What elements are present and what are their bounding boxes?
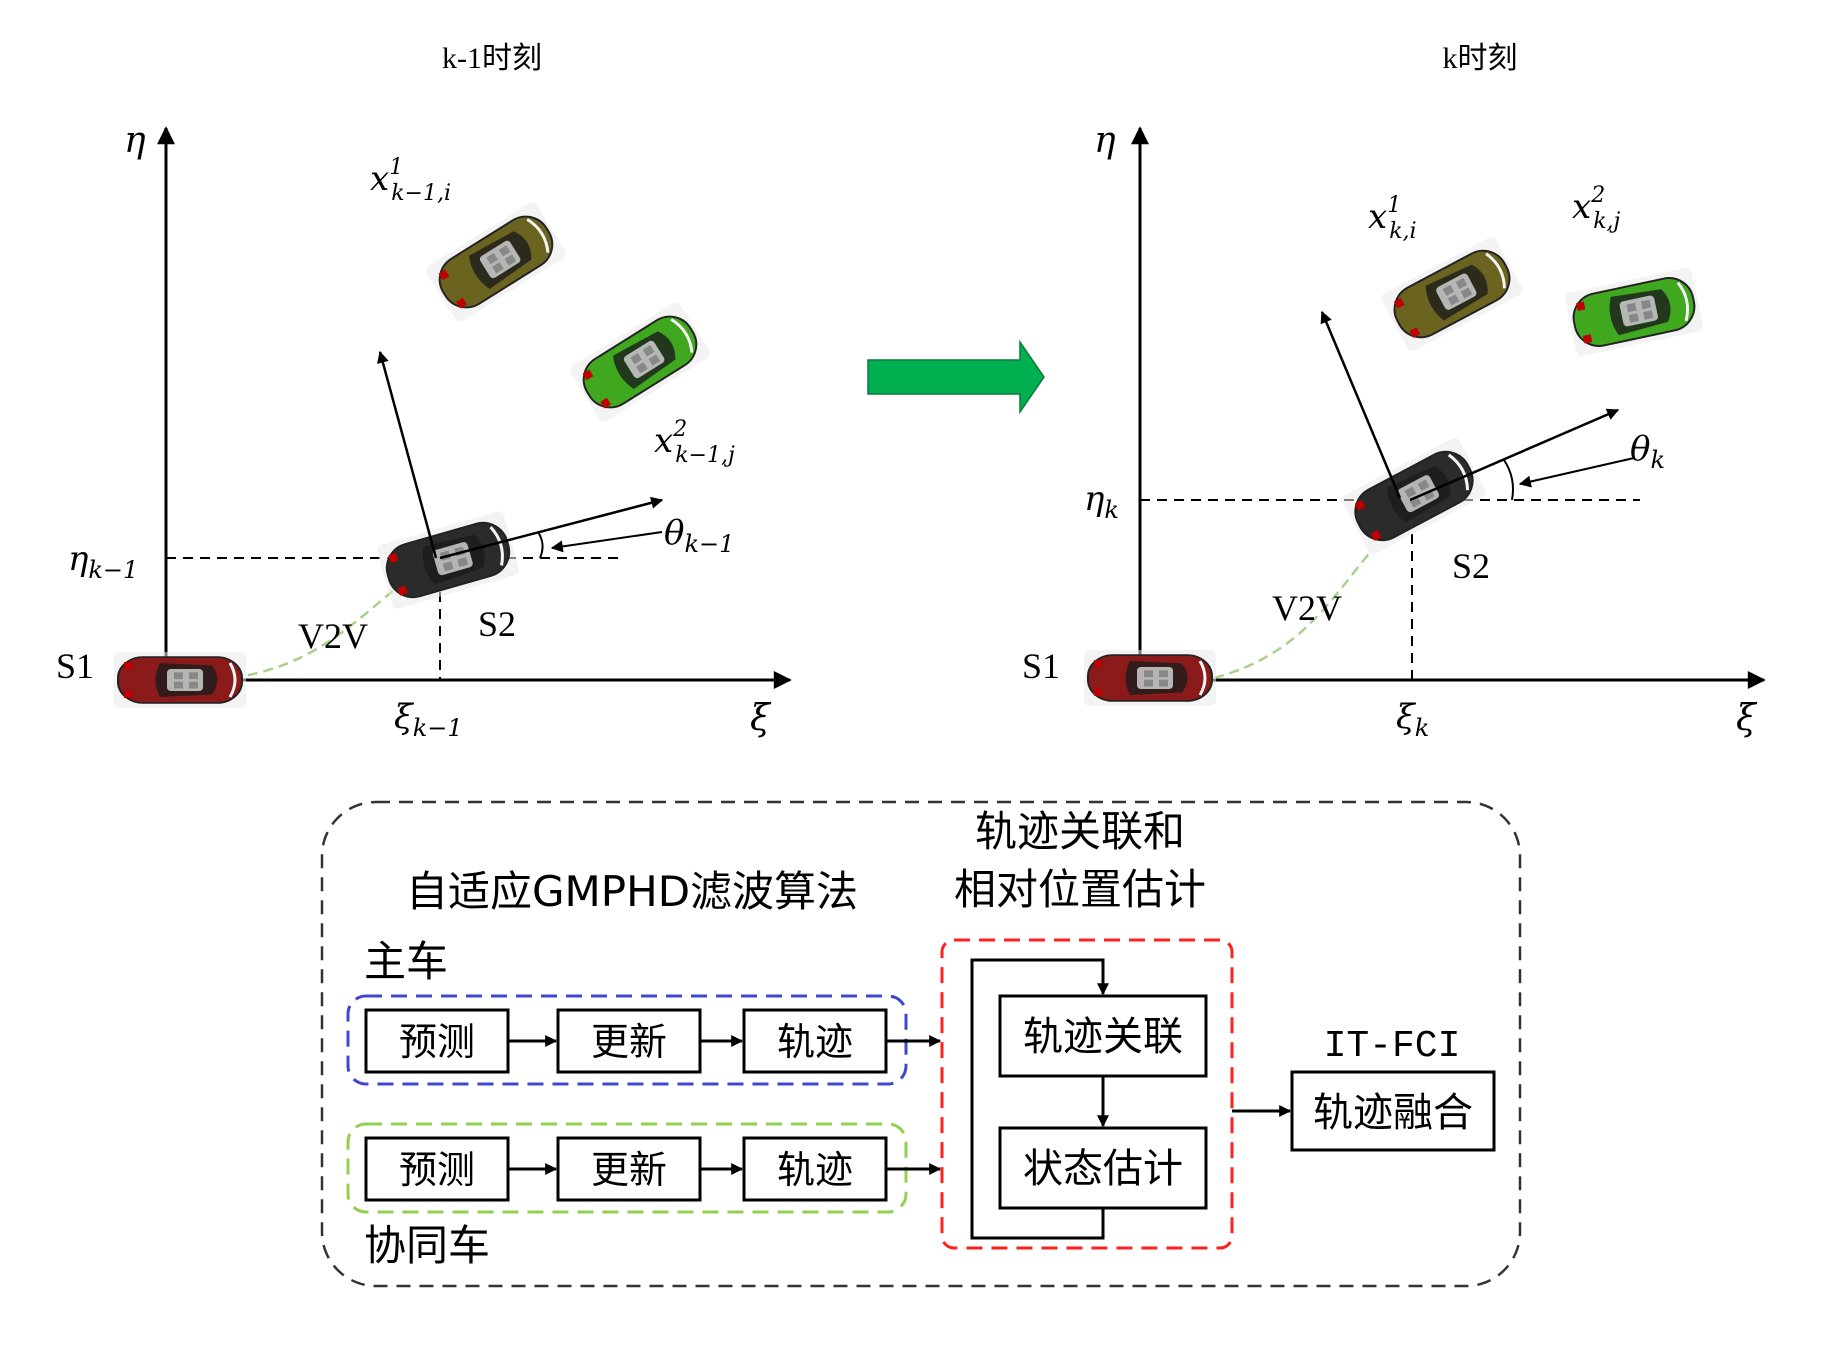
- predict-label: 预测: [399, 1020, 475, 1064]
- update-box: [556, 1008, 702, 1074]
- outer-frame: [320, 800, 1522, 1288]
- heading-arrow: [439, 496, 664, 560]
- assoc-title: 轨迹关联和: [975, 807, 1185, 856]
- predict-box: [364, 1008, 510, 1074]
- host-label: S1: [1022, 646, 1060, 686]
- track-label: 轨迹: [777, 1148, 853, 1192]
- scene-title: k-1时刻: [442, 42, 542, 75]
- car-icon: [422, 198, 570, 326]
- host-label: S1: [56, 646, 94, 686]
- host-vehicle-label: 主车: [364, 937, 448, 986]
- track-label: 轨迹: [777, 1020, 853, 1064]
- assoc-title: 相对位置估计: [954, 865, 1206, 914]
- theta-pointer: [550, 531, 663, 553]
- eta-label: ηk: [1084, 479, 1119, 524]
- update-box: [556, 1136, 702, 1202]
- track-assoc-box: [998, 994, 1208, 1078]
- update-label: 更新: [591, 1148, 667, 1192]
- theta-pointer: [1518, 457, 1635, 488]
- update-label: 更新: [591, 1020, 667, 1064]
- x-axis-label: ξ: [1736, 698, 1758, 739]
- theta-label: θk−1: [664, 513, 734, 558]
- xi-label: ξk−1: [394, 697, 463, 742]
- x-axis-label: ξ: [750, 698, 772, 739]
- car-icon: [1338, 434, 1490, 558]
- car-icon: [373, 508, 523, 612]
- track-assoc-label: 轨迹关联: [1023, 1014, 1183, 1060]
- heading-arrow: [377, 350, 438, 559]
- car-icon: [566, 298, 714, 426]
- fusion-method-label: IT-FCI: [1324, 1025, 1461, 1068]
- v2v-label: V2V: [1272, 588, 1342, 628]
- arrow-right-icon: [867, 339, 1045, 415]
- coop-label: S2: [1452, 546, 1490, 586]
- y-axis-label: η: [124, 120, 146, 161]
- coop-label: S2: [478, 604, 516, 644]
- scene-title: k时刻: [1443, 42, 1518, 75]
- state-est-label: 状态估计: [1023, 1146, 1183, 1192]
- theta-arc: [1503, 459, 1514, 501]
- filter-title: 自适应GMPHD滤波算法: [406, 867, 858, 916]
- fusion-label: 轨迹融合: [1313, 1090, 1473, 1136]
- heading-arrow: [1409, 408, 1620, 502]
- eta-label: ηk−1: [68, 539, 138, 584]
- car-icon: [1082, 648, 1218, 708]
- assoc-group: [940, 938, 1234, 1250]
- car-icon: [1378, 233, 1526, 355]
- car-icon: [112, 650, 248, 710]
- v2v-label: V2V: [298, 616, 368, 656]
- y-axis-label: η: [1094, 120, 1116, 161]
- v2v-link: [1213, 549, 1373, 680]
- scene-k-minus-1: k-1时刻 η ξ ηk−1 ξk−1 V2V S1 S2 θk−1: [56, 42, 792, 742]
- predict-label: 预测: [399, 1148, 475, 1192]
- car-icon: [1562, 265, 1706, 359]
- track-box: [742, 1136, 888, 1202]
- xi-label: ξk: [1396, 697, 1429, 742]
- theta-arc: [537, 531, 544, 559]
- feedback-loop: [970, 958, 1109, 1240]
- fusion-box: [1290, 1070, 1496, 1152]
- theta-label: θk: [1630, 429, 1665, 474]
- flow-diagram: 自适应GMPHD滤波算法 轨迹关联和 相对位置估计 主车 协同车 预测 更新 轨…: [320, 800, 1522, 1288]
- heading-arrow: [1320, 310, 1402, 499]
- coop-vehicle-label: 协同车: [364, 1221, 490, 1270]
- predict-box: [364, 1136, 510, 1202]
